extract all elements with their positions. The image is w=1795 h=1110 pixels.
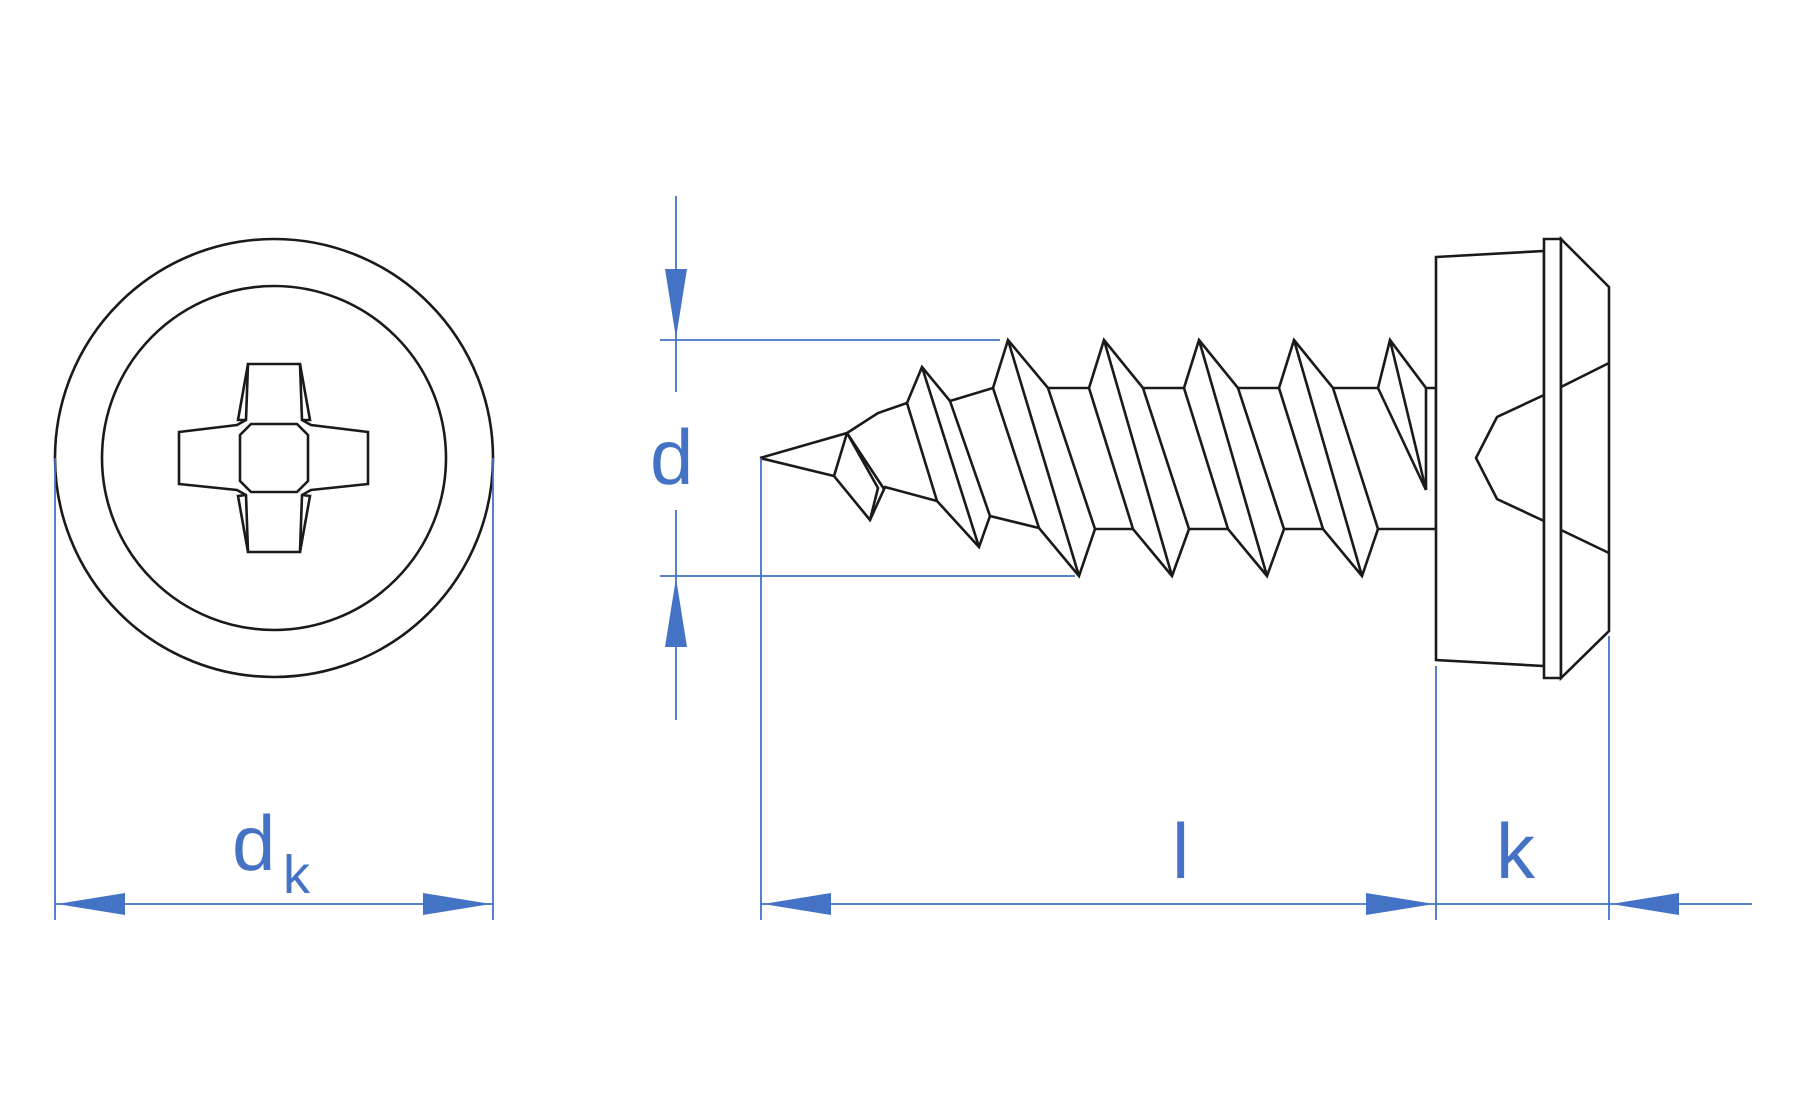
screw-side-view [759, 235, 1611, 682]
cross-arm-top-detail-2 [298, 363, 312, 422]
cross-arm-bottom-detail [236, 493, 250, 553]
cross-arm-bottom-detail-2 [298, 493, 312, 553]
thread-line-4 [1197, 339, 1269, 577]
head-line-2 [1560, 528, 1610, 555]
k-arrow-right [1611, 893, 1679, 915]
thread-line-1c [948, 400, 992, 517]
thread-line-5 [1292, 339, 1364, 577]
dk-label: d [232, 799, 275, 887]
thread-line-3 [1102, 339, 1174, 577]
dimensions [54, 196, 1752, 920]
k-label: k [1496, 807, 1536, 895]
cross-arm-top-detail [236, 363, 250, 422]
head-outer-circle [53, 237, 495, 679]
l-arrow-left [763, 893, 831, 915]
head-flange [1542, 237, 1563, 680]
thread-line-4b [1182, 387, 1230, 530]
l-label: l [1172, 807, 1189, 895]
head-inner-circle [100, 284, 448, 632]
d-arrow-top [665, 269, 687, 338]
d-arrow-bottom [665, 578, 687, 647]
tip-detail-3 [845, 432, 887, 492]
thread-profile-bottom [759, 456, 1436, 579]
tip-detail-2 [845, 432, 880, 521]
tip-detail [832, 432, 849, 477]
dk-arrow-left [57, 893, 125, 915]
recess-profile [1474, 393, 1545, 523]
head-line-1 [1560, 361, 1610, 389]
thread-line-6 [1388, 339, 1428, 491]
recess-center [238, 422, 310, 494]
thread-line-4c [1236, 387, 1286, 530]
thread-line-2 [1006, 339, 1081, 577]
thread-line-2c [1046, 387, 1097, 530]
pozidriv-cross-icon [177, 362, 370, 554]
d-label: d [650, 413, 693, 501]
thread-line-3c [1141, 387, 1191, 530]
dk-label-subscript: k [283, 845, 311, 905]
thread-line-2b [991, 387, 1041, 529]
thread-profile-top [759, 337, 1436, 460]
thread-line-5b [1277, 387, 1325, 530]
l-arrow-right [1366, 893, 1434, 915]
thread-line-6b [1376, 387, 1428, 491]
head-body [1434, 249, 1546, 668]
thread-line-3b [1087, 387, 1135, 530]
thread-line-1 [920, 366, 981, 548]
thread-line-5c [1331, 387, 1380, 530]
dimension-labels: d k d l k [232, 413, 1536, 905]
head-dome [1559, 235, 1611, 682]
thread-line-1b [905, 402, 939, 502]
head-top-view [53, 237, 495, 679]
dk-arrow-right [423, 893, 491, 915]
